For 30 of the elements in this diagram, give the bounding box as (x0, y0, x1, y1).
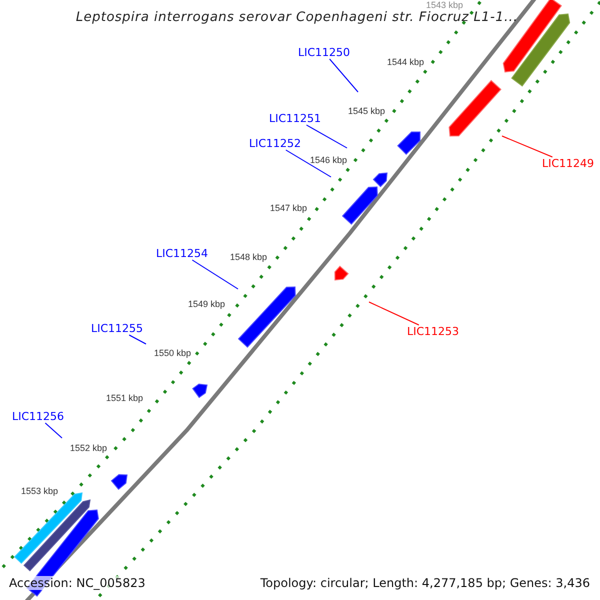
gene-label: LIC11251 (269, 112, 322, 125)
tick-label: 1550 kbp (154, 348, 192, 359)
footer-text: Topology: circular; Length: 4,277,185 bp; Genes: 3,436 (260, 576, 590, 590)
gene-label: LIC11253 (407, 325, 460, 338)
tick-label: 1549 kbp (188, 299, 226, 310)
leader-line (502, 136, 553, 158)
leader-line (128, 334, 146, 344)
gene-label: LIC11249 (542, 157, 594, 170)
leader-line (329, 58, 358, 92)
gene-label: LIC11255 (91, 322, 144, 335)
tick-label: 1543 kbp (426, 0, 464, 11)
map-title: Leptospira interrogans serovar Copenhageni str. Fiocruz L1-1... (76, 10, 518, 27)
leader-line (285, 150, 332, 178)
tick-label: 1552 kbp (70, 443, 108, 454)
leader-line (44, 422, 62, 438)
gene-label: LIC11250 (298, 46, 350, 59)
gene-label: LIC11254 (156, 247, 208, 260)
footer-text: Accession: NC_005823 (9, 576, 146, 590)
tick-label: 1553 kbp (21, 486, 58, 497)
leader-line (306, 124, 348, 148)
tick-label: 1548 kbp (230, 252, 268, 263)
tick-label: 1547 kbp (270, 203, 308, 214)
leader-line (192, 260, 238, 290)
tick-label: 1551 kbp (106, 393, 144, 404)
leader-line (368, 302, 420, 326)
gene-label: LIC11256 (12, 410, 64, 423)
gene-label: LIC11252 (249, 137, 302, 150)
tick-label: 1545 kbp (348, 106, 386, 117)
tick-label: 1544 kbp (387, 57, 424, 68)
tick-label: 1546 kbp (310, 155, 348, 166)
